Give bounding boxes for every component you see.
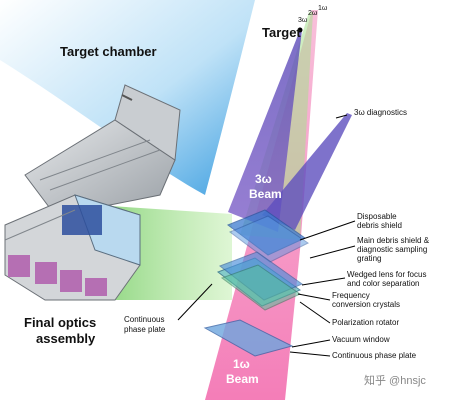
label-polarization-rotator: Polarization rotator [332,318,399,327]
optic-debris-shield [226,209,309,263]
label-main-debris-shield-1: Main debris shield & [357,236,430,245]
diagnostics-label: 3ω diagnostics [354,108,407,117]
cpp-left-label-line2: phase plate [124,325,166,334]
label-main-debris-shield-3: grating [357,254,381,263]
top-3w-label: 3ω [298,17,308,24]
diagnostics-beam [262,113,352,230]
label-disposable-debris-shield-2: debris shield [357,221,402,230]
top-1w-label: 1ω [318,5,328,12]
label-wedged-lens-2: and color separation [347,279,420,288]
beam-1w-label-line2: Beam [226,372,259,386]
label-frequency-conversion-2: conversion crystals [332,300,400,309]
watermark: 知乎 @hnsjc [364,373,426,387]
beam-3w-label-line2: Beam [249,187,282,201]
label-frequency-conversion-1: Frequency [332,291,370,300]
target-label: Target [262,25,301,40]
beam-1w-label-line1: 1ω [233,357,250,371]
label-main-debris-shield-2: diagnostic sampling [357,245,427,254]
label-continuous-phase-plate: Continuous phase plate [332,351,417,360]
final-optics-assembly-model [4,84,181,301]
leader-lines [177,114,356,357]
final-optics-label-line1: Final optics [24,315,96,330]
top-2w-label: 2ω [308,10,318,17]
label-disposable-debris-shield-1: Disposable [357,212,397,221]
cpp-left-label-line1: Continuous [124,315,164,324]
beam-3w-shape [228,30,302,232]
target-chamber-label: Target chamber [60,44,157,59]
target-point [297,27,303,33]
optic-vacuum-window [203,319,294,357]
label-vacuum-window: Vacuum window [332,335,390,344]
label-wedged-lens-1: Wedged lens for focus [347,270,426,279]
beam-3w-label-line1: 3ω [255,172,272,186]
final-optics-label-line2: assembly [36,331,96,346]
